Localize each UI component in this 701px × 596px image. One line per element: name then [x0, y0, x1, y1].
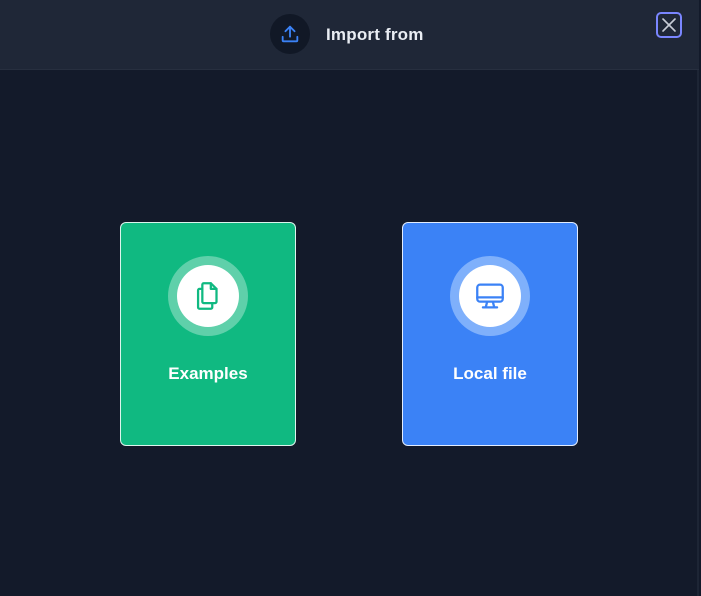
examples-option-card[interactable]: Examples	[120, 222, 296, 446]
examples-label: Examples	[168, 364, 248, 383]
close-button[interactable]	[656, 12, 682, 38]
examples-icon-ring	[168, 256, 248, 336]
local-file-option-card[interactable]: Local file	[402, 222, 578, 446]
upload-icon	[270, 14, 310, 54]
monitor-icon	[473, 279, 507, 313]
dialog-header: Import from	[0, 0, 699, 70]
local-file-icon-ring	[450, 256, 530, 336]
files-icon	[191, 279, 225, 313]
close-icon	[661, 17, 677, 33]
dialog-title: Import from	[326, 25, 424, 44]
local-file-label: Local file	[453, 364, 527, 383]
